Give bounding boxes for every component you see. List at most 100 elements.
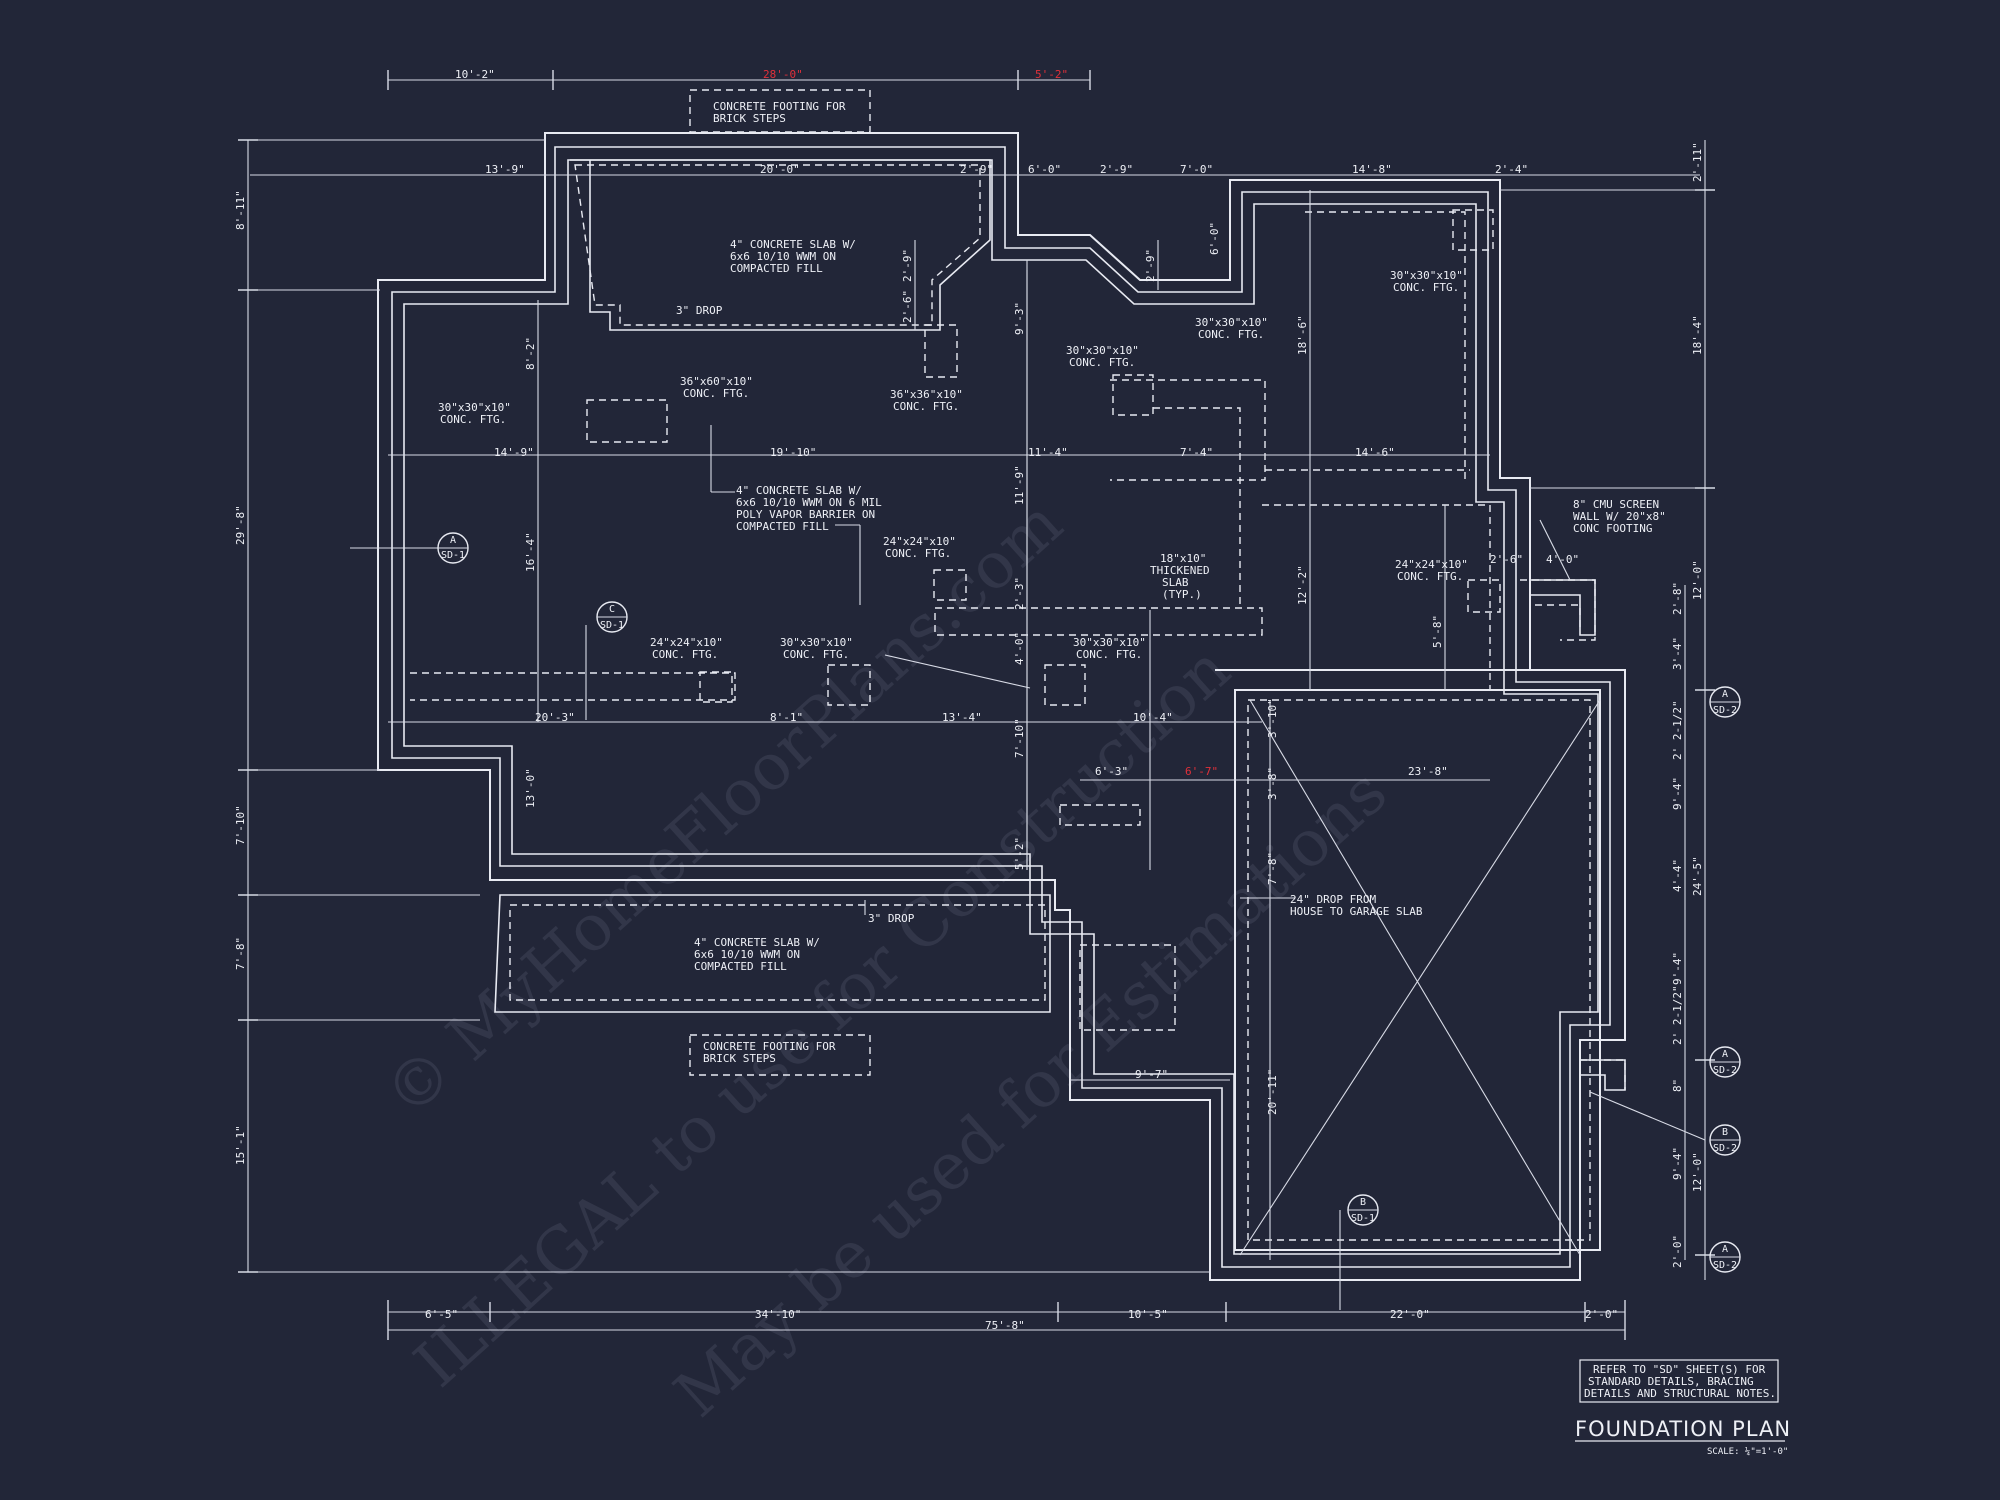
ftg-2-label: CONC. FTG. (683, 387, 749, 400)
dim-r6: 9'-7" (1135, 1068, 1168, 1081)
refer-note-line-2: STANDARD DETAILS, BRACING (1588, 1375, 1754, 1388)
dim-r3c: 11'-4" (1028, 446, 1068, 459)
thickened-line-1: 18"x10" (1160, 552, 1206, 565)
dim-r2e: 2'-9" (1100, 163, 1133, 176)
slab-top-line-2: 6x6 10/10 WWM ON (730, 250, 836, 263)
watermark-line-1: © MyHomeFloorPlans.com (371, 486, 1076, 1132)
ftg-1-size: 30"x30"x10" (438, 401, 511, 414)
dim-rr2: 18'-4" (1691, 315, 1704, 355)
dim-rs9: 9'-4" (1671, 1147, 1684, 1180)
footing-bottom-line-2: BRICK STEPS (703, 1052, 776, 1065)
garage-slab-dashed (1247, 699, 1591, 1241)
detail-b-sd2-letter: B (1722, 1127, 1728, 1138)
dim-r2h: 2'-4" (1495, 163, 1528, 176)
dim-v15: 12'-2" (1296, 565, 1309, 605)
ftg-5-label: CONC. FTG. (1198, 328, 1264, 341)
detail-a-sd2-1-sheet: SD-2 (1713, 705, 1737, 716)
top-dimensions (250, 70, 1700, 781)
left-dimensions (238, 139, 1210, 1273)
ftg-9-label: CONC. FTG. (652, 648, 718, 661)
ftg-11-label: CONC. FTG. (1076, 648, 1142, 661)
slab-top-line-3: COMPACTED FILL (730, 262, 823, 275)
top-footing-box (689, 89, 871, 133)
ftg-1-label: CONC. FTG. (440, 413, 506, 426)
dim-v17: 3'-10" (1266, 698, 1279, 738)
dim-r1: 2'-11" (1691, 142, 1704, 182)
dim-r4b: 8'-1" (770, 711, 803, 724)
dim-v19: 7'-8" (1266, 852, 1279, 885)
dim-rr4: 24'-5" (1691, 856, 1704, 896)
ftg-11-size: 30"x30"x10" (1073, 636, 1146, 649)
slab-bottom-line-3: COMPACTED FILL (694, 960, 787, 973)
right-step-wall (1580, 1059, 1626, 1091)
thickened-line-4: (TYP.) (1162, 588, 1202, 601)
detail-b-sd2-sheet: SD-2 (1713, 1143, 1737, 1154)
ftg-6-size: 30"x30"x10" (1390, 269, 1463, 282)
detail-a-sd1-letter: A (450, 535, 456, 546)
dim-v2: 16'-4" (524, 532, 537, 572)
dim-b1c: 10'-5" (1128, 1308, 1168, 1321)
detail-c-sd1-sheet: SD-1 (600, 620, 624, 631)
cmu-line-2: WALL W/ 20"x8" (1573, 510, 1666, 523)
dim-rr3: 12'-0" (1691, 560, 1704, 600)
dim-r5a: 6'-3" (1095, 765, 1128, 778)
detail-a-sd2-3-letter: A (1722, 1244, 1728, 1255)
dim-r3d: 7'-4" (1180, 446, 1213, 459)
dim-v20: 20'-11" (1266, 1069, 1279, 1115)
cmu-screen-wall (1530, 579, 1596, 636)
dim-rs6: 9'-4" (1671, 952, 1684, 985)
garage-drop-line-2: HOUSE TO GARAGE SLAB (1290, 905, 1423, 918)
vertical-interior-dimensions (537, 190, 1446, 1260)
garage-wall (1215, 669, 1626, 1251)
leader-lines (350, 425, 1706, 1310)
dim-rs4: 9'-4" (1671, 777, 1684, 810)
ftg-4-label: CONC. FTG. (1069, 356, 1135, 369)
dim-b1e: 2'-0" (1585, 1308, 1618, 1321)
dim-v6: 9'-3" (1013, 302, 1026, 335)
dim-v14: 18'-6" (1296, 315, 1309, 355)
footing-bottom-line-1: CONCRETE FOOTING FOR (703, 1040, 836, 1053)
detail-a-sd1-sheet: SD-1 (441, 550, 465, 561)
dim-l1: 8'-11" (234, 190, 247, 230)
slab-main-line-4: COMPACTED FILL (736, 520, 829, 533)
detail-callout-a-sd1: A SD-1 (437, 532, 469, 564)
detail-a-sd2-2-letter: A (1722, 1049, 1728, 1060)
dim-v9: 4'-0" (1013, 632, 1026, 665)
dim-r5c: 23'-8" (1408, 765, 1448, 778)
right-dimensions (1500, 140, 1715, 1280)
cmu-line-3: CONC FOOTING (1573, 522, 1652, 535)
dim-r2d: 6'-0" (1028, 163, 1061, 176)
detail-callouts: ASD-1 CSD-1 BSD-1 ASD-2 ASD-2 BSD-2 ASD-… (437, 532, 1741, 1273)
dim-v5: 2'-6" (901, 290, 914, 323)
dim-b1b: 34'-10" (755, 1308, 801, 1321)
plan-title: FOUNDATION PLAN (1575, 1417, 1791, 1441)
dim-r5b: 6'-7" (1185, 765, 1218, 778)
ftg-7-size: 24"x24"x10" (883, 535, 956, 548)
drop-top-label: 3" DROP (676, 304, 723, 317)
slab-bottom-line-1: 4" CONCRETE SLAB W/ (694, 936, 820, 949)
title-block: REFER TO "SD" SHEET(S) FOR STANDARD DETA… (1575, 1359, 1791, 1457)
ftg-9-size: 24"x24"x10" (650, 636, 723, 649)
dim-rs1: 2'-8" (1671, 582, 1684, 615)
plan-scale: SCALE: ¼"=1'-0" (1707, 1447, 1788, 1457)
dim-v4: 2'-9" (901, 249, 914, 282)
dim-v16: 5'-8" (1431, 615, 1444, 648)
detail-callout-b-sd1: BSD-1 (1347, 1194, 1379, 1226)
thickened-line-2: THICKENED (1150, 564, 1210, 577)
dim-r2b: 20'-0" (760, 163, 800, 176)
ftg-5-size: 30"x30"x10" (1195, 316, 1268, 329)
ftg-2-size: 36"x60"x10" (680, 375, 753, 388)
dim-rs7: 2' 2-1/2" (1671, 985, 1684, 1045)
refer-note-box (1579, 1359, 1779, 1403)
watermark: © MyHomeFloorPlans.com ILLEGAL to use fo… (371, 486, 1401, 1432)
slab-main-line-3: POLY VAPOR BARRIER ON (736, 508, 875, 521)
ftg-3-size: 36"x36"x10" (890, 388, 963, 401)
ftg-10-size: 30"x30"x10" (780, 636, 853, 649)
ftg-8-label: CONC. FTG. (1397, 570, 1463, 583)
dim-r3e: 14'-6" (1355, 446, 1395, 459)
dim-top3: 5'-2" (1035, 68, 1068, 81)
dim-v3: 13'-0" (524, 768, 537, 808)
dim-v1: 8'-2" (524, 337, 537, 370)
dim-v18: 3'-8" (1266, 767, 1279, 800)
